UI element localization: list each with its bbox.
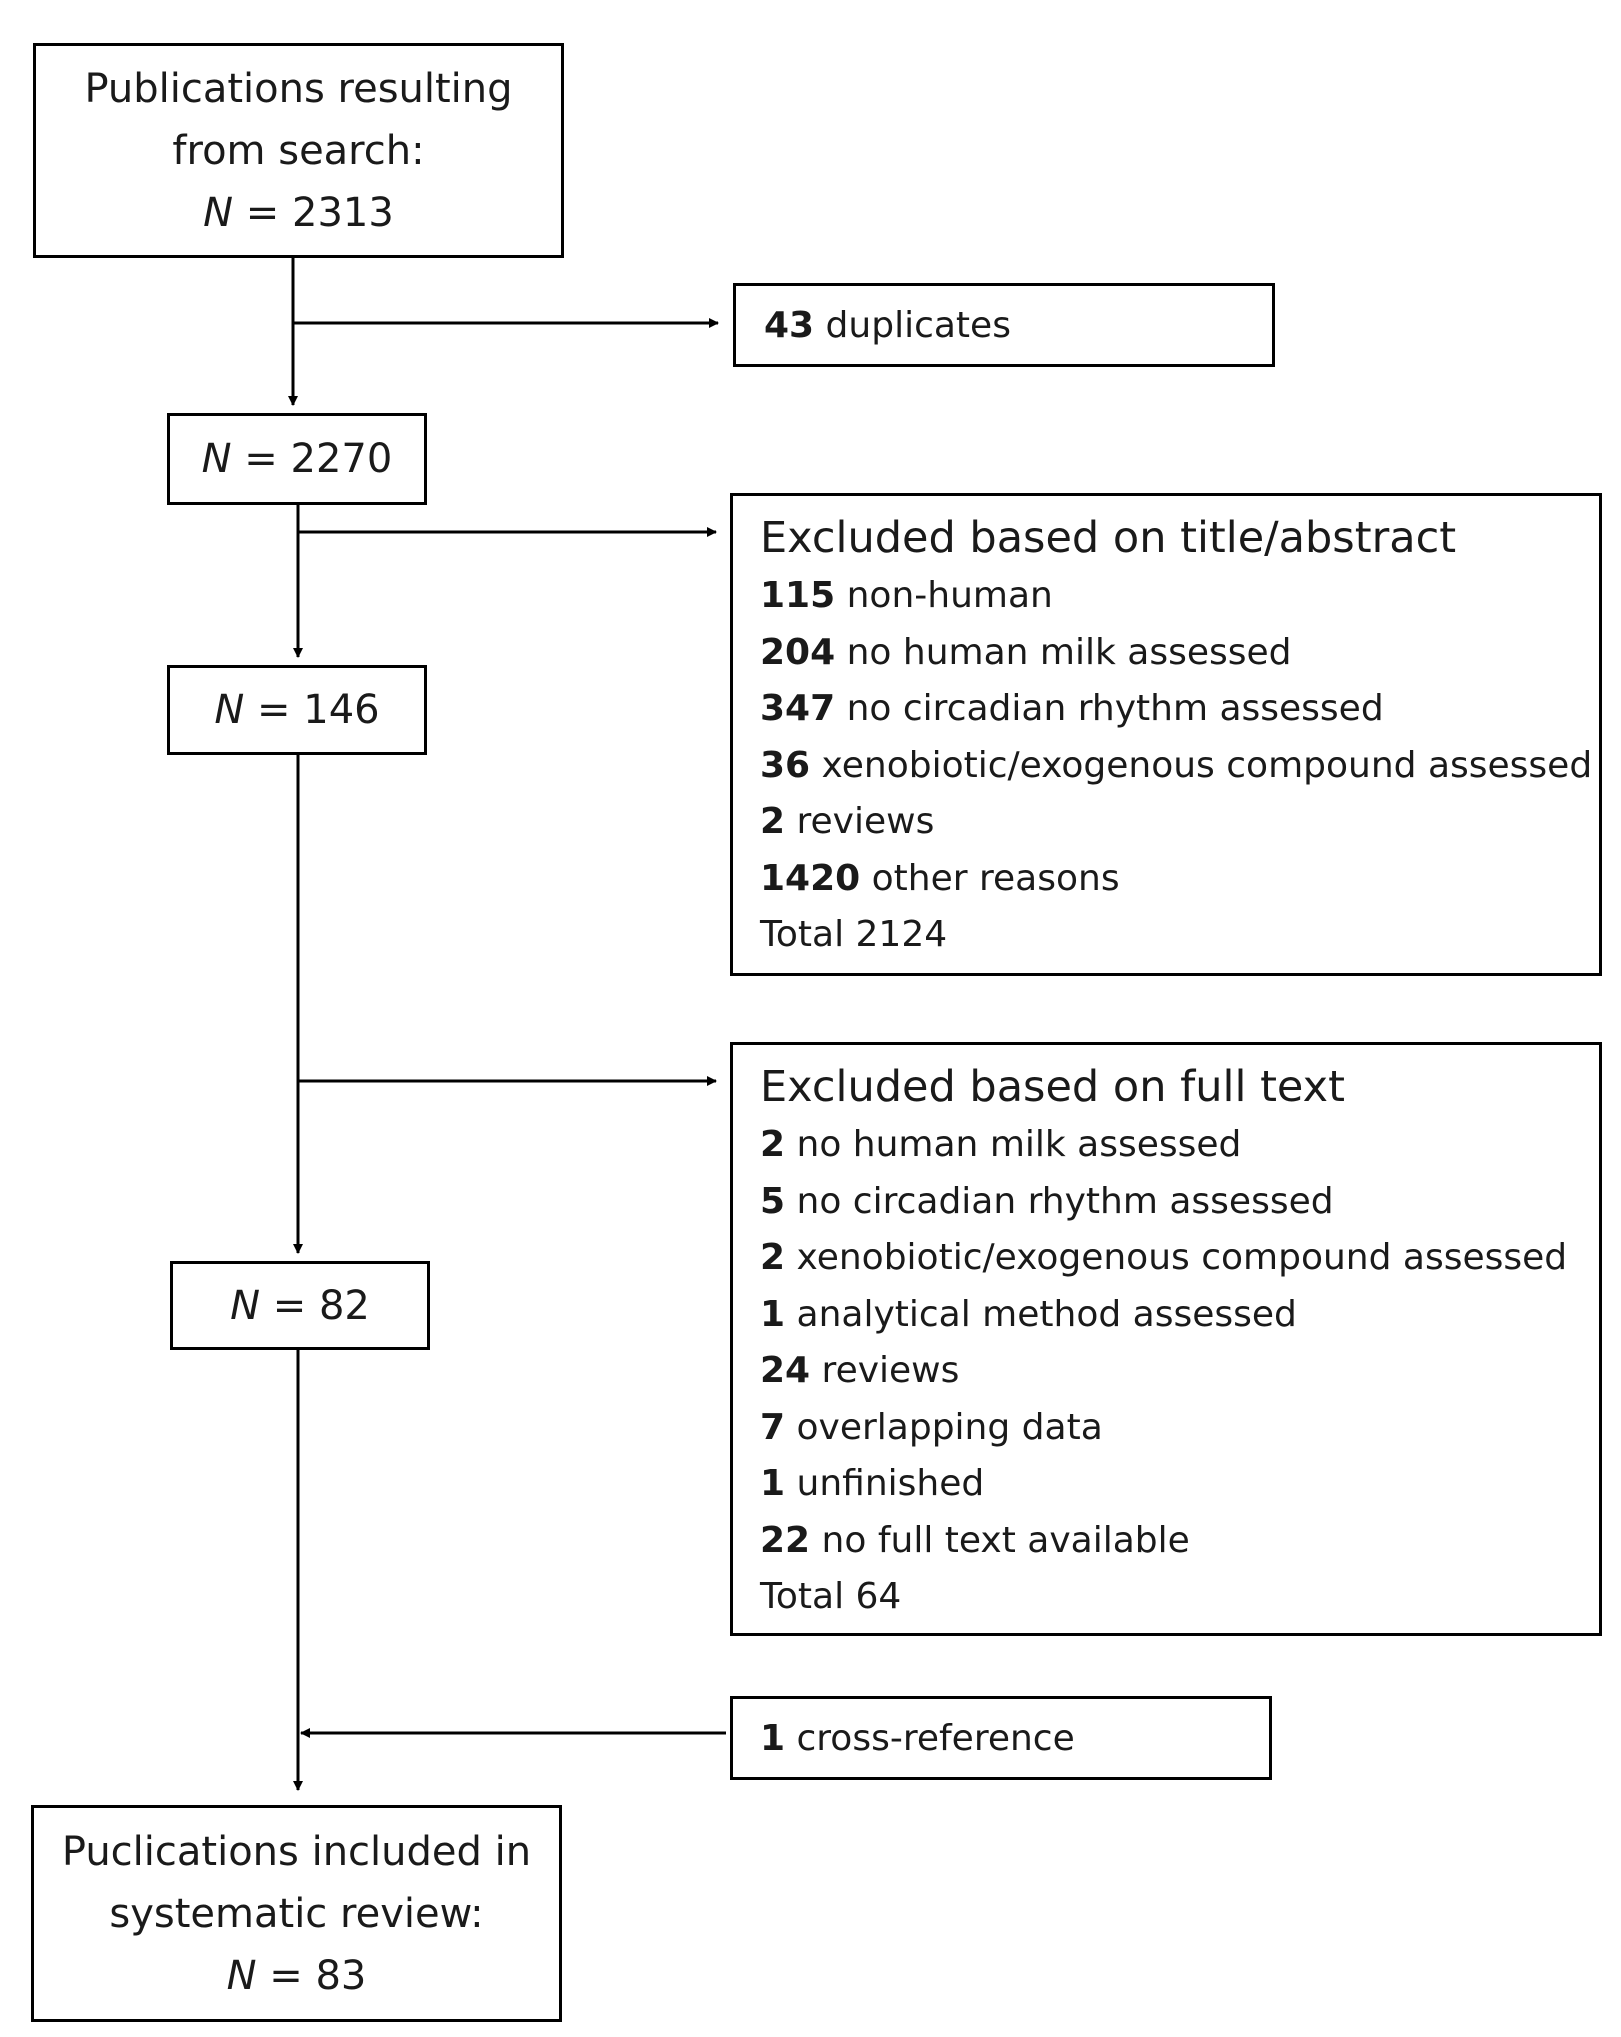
exclusion-row: 2 reviews (760, 801, 935, 842)
end-count: N = 83 (226, 1952, 367, 1999)
exclusion-row: 7 overlapping data (760, 1406, 1103, 1448)
duplicates-text: 43 duplicates (764, 304, 1011, 346)
count-box-2270: N = 2270 (167, 413, 427, 505)
exclusion-row: 36 xenobiotic/exogenous compound assesse… (760, 744, 1593, 786)
count-82: N = 82 (230, 1282, 370, 1329)
full-text-heading: Excluded based on full text (760, 1062, 1345, 1112)
count-146: N = 146 (214, 687, 380, 733)
count-2270: N = 2270 (201, 436, 393, 482)
end-line2: systematic review: (109, 1890, 484, 1937)
start-count: N = 2313 (203, 189, 394, 236)
count-box-146: N = 146 (167, 665, 427, 755)
exclusion-row: 2 xenobiotic/exogenous compound assessed (760, 1237, 1568, 1278)
start-line2: from search: (172, 127, 425, 174)
exclusion-row: 22 no full text available (760, 1519, 1190, 1561)
title-abstract-total: Total 2124 (760, 914, 948, 955)
exclusion-row: 204 no human milk assessed (760, 631, 1292, 673)
full-text-total: Total 64 (760, 1576, 902, 1617)
exclusion-row: 347 no circadian rhythm assessed (760, 688, 1384, 729)
cross-reference-box: 1 cross-reference (730, 1696, 1272, 1780)
start-line1: Publications resulting (84, 65, 513, 112)
duplicates-box: 43 duplicates (733, 283, 1275, 367)
exclusion-row: 1 unfinished (760, 1463, 985, 1504)
exclusion-row: 1420 other reasons (760, 857, 1120, 899)
start-box: Publications resulting from search: N = … (33, 43, 564, 258)
full-text-exclusion-box: Excluded based on full text 2 no human m… (730, 1042, 1602, 1636)
exclusion-row: 1 analytical method assessed (760, 1293, 1297, 1335)
end-line1: Puclications included in (61, 1828, 532, 1875)
end-box: Puclications included in systematic revi… (31, 1805, 562, 2022)
exclusion-row: 2 no human milk assessed (760, 1124, 1242, 1165)
title-abstract-heading: Excluded based on title/abstract (760, 513, 1457, 563)
exclusion-row: 24 reviews (760, 1350, 960, 1391)
exclusion-row: 115 non-human (760, 575, 1053, 616)
cross-reference-text: 1 cross-reference (760, 1717, 1075, 1759)
count-box-82: N = 82 (170, 1261, 430, 1350)
exclusion-row: 5 no circadian rhythm assessed (760, 1180, 1334, 1222)
title-abstract-exclusion-box: Excluded based on title/abstract 115 non… (730, 493, 1602, 976)
